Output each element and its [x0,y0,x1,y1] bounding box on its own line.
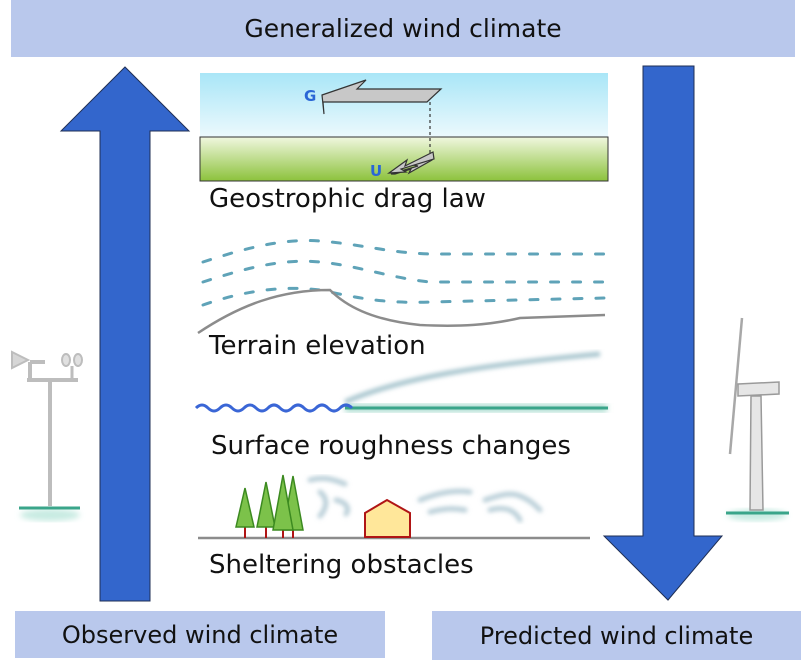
predicted-wind-climate-box: Predicted wind climate [432,611,801,660]
terrain-elevation-label: Terrain elevation [209,331,426,361]
sky-band [200,73,608,137]
streamline-top [201,239,607,264]
up-arrow-icon [59,66,191,602]
wind-turbine-icon [726,317,789,521]
geostrophic-drag-law-label: Geostrophic drag law [209,184,486,214]
anemometer-mast-icon [11,350,83,521]
u-letter: U [370,162,382,180]
geostrophic-drag-panel: G U [199,73,609,182]
geostrophic-vector-icon [321,79,443,115]
terrain-profile-line [197,288,606,335]
ground-band [199,136,609,182]
water-surface-wave [194,403,354,413]
generalized-wind-climate-box: Generalized wind climate [11,0,795,57]
g-letter: G [304,87,316,105]
streamline-bottom [201,286,607,307]
observed-wind-climate-box: Observed wind climate [15,611,385,658]
sheltering-obstacles-panel [198,474,590,540]
wake-turbulence [307,475,543,523]
predicted-wind-climate-label: Predicted wind climate [479,621,754,650]
generalized-wind-climate-label: Generalized wind climate [244,14,562,43]
surface-roughness-changes-label: Surface roughness changes [211,431,571,461]
house-icon [364,498,411,538]
terrain-elevation-panel [201,239,607,307]
tree-icon [272,474,294,538]
tree-icon [235,487,255,538]
surface-roughness-panel [194,351,608,413]
tree-icon [256,481,276,538]
observed-wind-climate-label: Observed wind climate [61,620,339,649]
sheltering-obstacles-label: Sheltering obstacles [209,550,474,580]
boundary-layer-growth [344,351,601,405]
streamline-middle [201,259,607,284]
